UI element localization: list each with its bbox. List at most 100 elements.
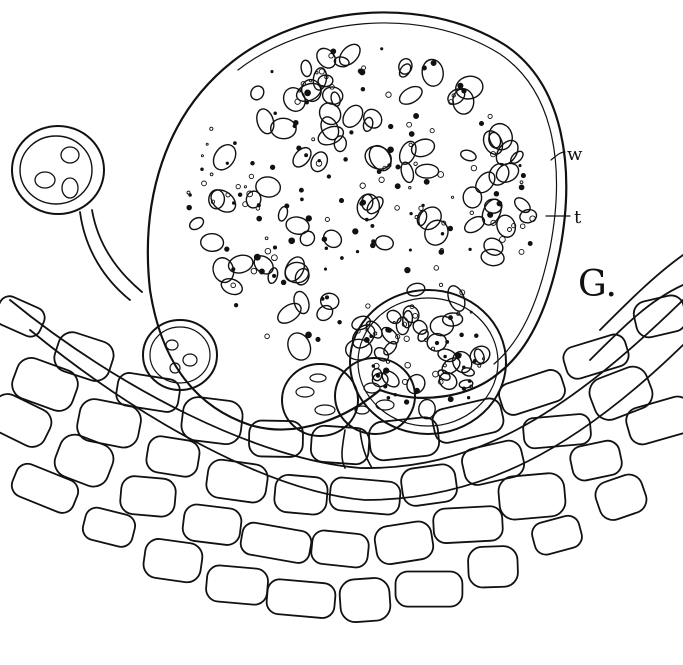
granule <box>448 397 453 402</box>
vacuole <box>310 374 326 382</box>
granule <box>448 226 453 231</box>
tissue-cell <box>8 460 82 516</box>
granule <box>431 61 436 66</box>
granule <box>388 147 394 153</box>
tissue-cell <box>0 293 48 340</box>
granule <box>386 92 391 97</box>
granule <box>462 387 465 390</box>
granule <box>372 240 376 244</box>
granule <box>443 364 446 367</box>
granule <box>471 165 476 170</box>
vacuole <box>462 213 487 236</box>
granule <box>226 162 228 164</box>
granule <box>364 337 369 342</box>
vacuole <box>248 84 266 103</box>
granule <box>384 368 389 373</box>
tissue-cell <box>181 503 243 546</box>
granule <box>202 181 207 186</box>
vacuole <box>255 175 282 198</box>
granule <box>438 172 444 178</box>
granule <box>353 229 358 234</box>
granule <box>463 366 466 369</box>
granule <box>251 161 255 165</box>
granule <box>371 224 374 227</box>
vacuole <box>200 233 224 252</box>
vacuole <box>315 405 335 415</box>
tissue-cell <box>433 506 504 544</box>
granule <box>435 341 438 344</box>
granule <box>322 237 327 242</box>
label-w-leader <box>551 152 565 160</box>
granule <box>339 199 343 203</box>
tissue-cell <box>496 367 568 418</box>
granule <box>488 212 493 217</box>
granule <box>497 201 502 206</box>
tissue-cell <box>205 564 269 605</box>
granule <box>365 218 368 221</box>
bud-cell-left <box>282 364 358 436</box>
granule <box>210 173 213 176</box>
vacuole <box>416 164 439 178</box>
large-cell-contents <box>187 40 538 363</box>
granule <box>449 316 453 320</box>
granule <box>422 66 426 70</box>
vacuole <box>376 400 394 410</box>
stalk <box>80 210 142 300</box>
granule <box>519 165 521 167</box>
granule <box>462 89 466 93</box>
vacuole <box>436 369 460 393</box>
granule <box>500 237 506 243</box>
vacuole <box>382 339 399 357</box>
vacuole <box>336 40 364 69</box>
tissue-cell <box>51 329 118 385</box>
granule <box>281 280 286 285</box>
vacuole <box>226 253 254 276</box>
tissue-cell <box>522 413 591 449</box>
granule <box>350 131 353 134</box>
granule <box>409 249 411 251</box>
granule <box>356 250 358 252</box>
granule <box>187 205 192 210</box>
granule <box>232 268 235 271</box>
vacuole <box>166 340 178 350</box>
granule <box>414 114 419 119</box>
tissue-cell <box>339 577 392 623</box>
granule <box>377 170 381 174</box>
granule <box>439 283 442 286</box>
granule <box>294 120 299 125</box>
tissue-cell <box>430 396 506 445</box>
granule <box>376 374 380 378</box>
granule <box>231 283 236 288</box>
granule <box>301 198 304 201</box>
granule <box>468 380 471 383</box>
granule <box>519 185 524 190</box>
granule <box>297 146 301 150</box>
granule <box>361 87 365 91</box>
vacuole <box>274 299 304 327</box>
granule <box>273 274 276 277</box>
granule <box>446 340 449 343</box>
tissue-cell <box>373 520 435 566</box>
granule <box>395 184 400 189</box>
granule <box>316 337 320 341</box>
granule <box>360 202 364 206</box>
granule <box>460 333 464 337</box>
granule <box>520 181 523 184</box>
granule <box>319 69 324 74</box>
granule <box>520 224 525 229</box>
stalked-cell-wall <box>12 126 104 214</box>
granule <box>451 196 453 198</box>
granule <box>409 143 412 146</box>
tissue-cell <box>0 389 56 451</box>
granule <box>232 202 235 205</box>
tissue-cell <box>205 458 270 504</box>
vacuole <box>313 45 339 72</box>
panel-label: G. <box>578 264 617 305</box>
granule <box>329 54 334 59</box>
tissue-strand <box>10 300 683 468</box>
granule <box>410 212 412 214</box>
vacuole <box>270 118 296 139</box>
vacuole <box>339 102 367 131</box>
granule <box>244 186 246 188</box>
